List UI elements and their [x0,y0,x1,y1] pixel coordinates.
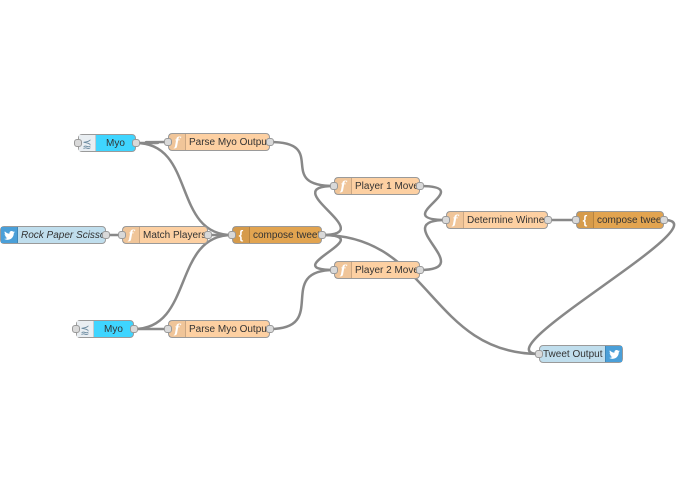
compose-tweet-node-1[interactable]: { compose tweet [228,226,326,244]
function-icon: f [335,178,352,194]
wire-parse_2-to-player2[interactable] [269,268,335,331]
output-port[interactable] [416,266,424,274]
output-port[interactable] [132,139,140,147]
node-label: Rock Paper Scissors [21,229,105,241]
input-port[interactable] [330,182,338,190]
output-port[interactable] [102,231,110,239]
node-label: Myo [104,323,123,335]
output-port[interactable] [318,231,326,239]
wire-player2-to-determine[interactable] [419,218,447,272]
wire-myo_1-to-parse_1[interactable] [135,140,169,145]
output-port[interactable] [130,325,138,333]
node-label: Player 2 Move [355,264,419,276]
myo-device-icon: ⪷ [79,135,96,151]
wire-player1-to-determine[interactable] [419,184,447,222]
player-1-move-node[interactable]: f Player 1 Move [330,177,424,195]
template-icon: { [577,212,594,228]
twitter-input-node[interactable]: Rock Paper Scissors [0,226,110,244]
output-port[interactable] [416,182,424,190]
input-port[interactable] [535,350,543,358]
function-icon: f [335,262,352,278]
input-port[interactable] [572,216,580,224]
parse-myo-output-node-2[interactable]: f Parse Myo Output [164,320,274,338]
node-label: Determine Winner [467,214,547,226]
myo-node-1[interactable]: ⪷ Myo [74,134,140,152]
node-label: Tweet Output [543,348,603,360]
function-icon: f [169,321,186,337]
node-label: compose tweet [597,214,663,226]
parse-myo-output-node-1[interactable]: f Parse Myo Output [164,133,274,151]
wire-compose_1-to-tweet_out[interactable] [321,233,540,356]
myo-device-icon: ⪷ [77,321,94,337]
input-port[interactable] [164,325,172,333]
player-2-move-node[interactable]: f Player 2 Move [330,261,424,279]
compose-tweet-node-2[interactable]: { compose tweet [572,211,668,229]
input-port[interactable] [442,216,450,224]
node-label: Parse Myo Output [189,136,269,148]
function-icon: f [169,134,186,150]
input-port[interactable] [228,231,236,239]
output-port[interactable] [266,138,274,146]
input-port[interactable] [118,231,126,239]
input-port[interactable] [72,325,80,333]
twitter-bird-icon [605,346,622,362]
wire-compose_1-to-player1[interactable] [314,184,342,237]
input-port[interactable] [164,138,172,146]
match-players-node[interactable]: f Match Players [118,226,212,244]
node-label: Player 1 Move [355,180,419,192]
template-icon: { [233,227,250,243]
function-icon: f [447,212,464,228]
node-label: Myo [106,137,125,149]
output-port[interactable] [544,216,552,224]
determine-winner-node[interactable]: f Determine Winner [442,211,552,229]
wire-myo_1-to-compose_1[interactable] [135,141,233,237]
wire-parse_1-to-player1[interactable] [269,140,335,188]
wire-compose_2-to-tweet_out[interactable] [527,218,676,356]
input-port[interactable] [74,139,82,147]
node-label: Parse Myo Output [189,323,269,335]
myo-node-2[interactable]: ⪷ Myo [72,320,138,338]
output-port[interactable] [204,231,212,239]
tweet-output-node[interactable]: Tweet Output [535,345,623,363]
output-port[interactable] [660,216,668,224]
output-port[interactable] [266,325,274,333]
node-label: Match Players [143,229,207,241]
function-icon: f [123,227,140,243]
wire-myo_2-to-compose_1[interactable] [133,233,233,331]
node-label: compose tweet [253,229,321,241]
twitter-bird-icon [1,227,18,243]
input-port[interactable] [330,266,338,274]
